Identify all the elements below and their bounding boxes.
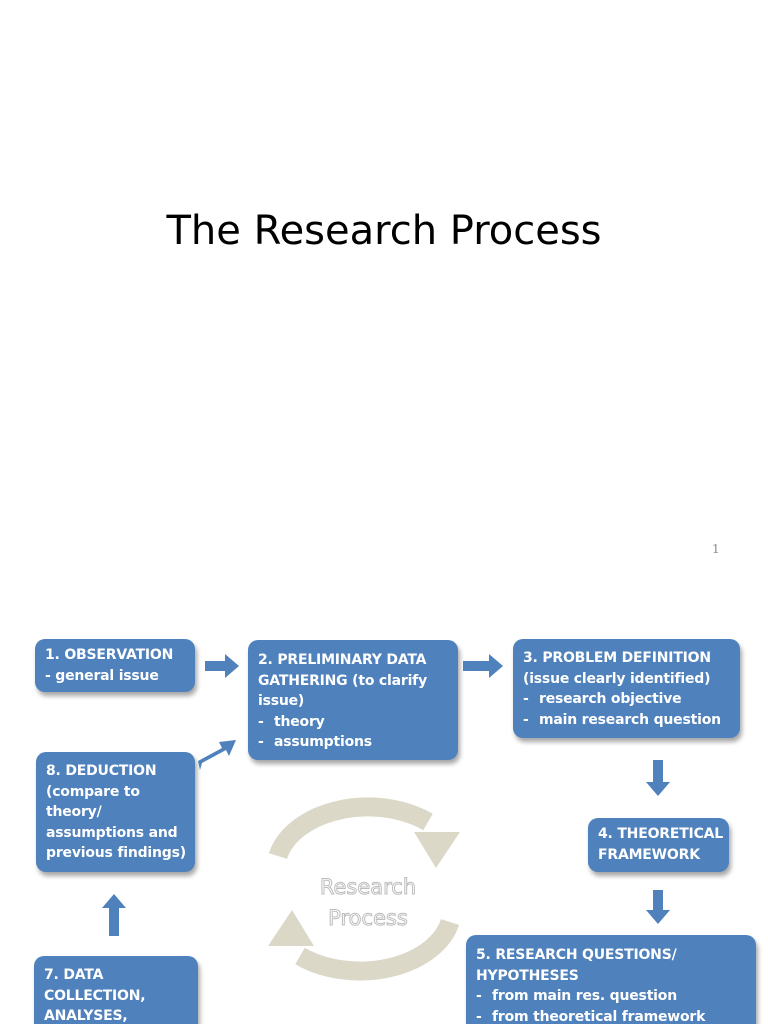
box8-line3: theory/ [46, 804, 102, 820]
step-1-observation-box: 1. OBSERVATION - general issue [35, 639, 195, 692]
box7-line3: ANALYSES, [44, 1008, 128, 1024]
box4-line2: FRAMEWORK [598, 846, 700, 863]
box3-bullet1-text: research objective [539, 691, 682, 707]
box1-line1: 1. OBSERVATION [45, 647, 174, 663]
box5-bullet: -from main res. question [476, 988, 677, 1004]
box3-bullet2-text: main research question [539, 711, 721, 728]
step-3-problem-definition-box: 3. PROBLEM DEFINITION (issue clearly ide… [513, 639, 740, 738]
arrow-down-3-to-4 [646, 760, 670, 796]
box5-bullet1-text: from main res. question [492, 988, 677, 1004]
box7-line1: 7. DATA [44, 967, 104, 983]
box2-bullet2-text: assumptions [274, 734, 372, 750]
box8-line4: assumptions and [46, 824, 178, 841]
arrow-up-7-to-8 [102, 894, 126, 936]
box8-line1: 8. DEDUCTION [46, 763, 157, 779]
page-number: 1 [712, 542, 720, 556]
box3-line2: (issue clearly identified) [523, 670, 711, 687]
box7-line2: COLLECTION, [44, 987, 146, 1004]
slide-title: The Research Process [166, 208, 602, 254]
box2-bullet: -theory [258, 713, 325, 730]
box2-line3: issue) [258, 693, 305, 709]
box2-line2: GATHERING (to clarify [258, 672, 427, 689]
cycle-label-line1: Research [319, 875, 417, 900]
cycle-center-label: Research Process [300, 872, 436, 934]
box2-bullet: -assumptions [258, 734, 372, 750]
arrow-right-2-to-3 [463, 654, 503, 678]
step-2-preliminary-data-box: 2. PRELIMINARY DATA GATHERING (to clarif… [248, 640, 458, 760]
box3-bullet: -research objective [523, 691, 682, 707]
cycle-arrows-graphic [268, 797, 460, 981]
box5-bullet: -from theoretical framework [476, 1008, 706, 1024]
box3-line1: 3. PROBLEM DEFINITION [523, 650, 711, 666]
cycle-label-line2: Process [328, 906, 409, 931]
research-process-diagram: Research Process 1. OBSERVATION - genera… [0, 576, 768, 1024]
cycle-arrowhead-right [414, 832, 460, 868]
box2-line1: 2. PRELIMINARY DATA [258, 652, 427, 668]
arrow-down-4-to-5 [646, 890, 670, 924]
step-4-theoretical-framework-box: 4. THEORETICAL FRAMEWORK [588, 818, 729, 872]
box1-line2: - general issue [45, 667, 159, 684]
box8-line5: previous findings) [46, 845, 186, 861]
box2-bullet1-text: theory [274, 713, 325, 730]
box4-line1: 4. THEORETICAL [598, 826, 723, 842]
box5-line2: HYPOTHESES [476, 967, 579, 984]
title-slide: The Research Process 1 [166, 208, 720, 556]
step-7-data-collection-box: 7. DATA COLLECTION, ANALYSES, [34, 956, 198, 1024]
box5-line1: 5. RESEARCH QUESTIONS/ [476, 947, 677, 963]
box5-bullet2-text: from theoretical framework [492, 1008, 706, 1024]
step-8-deduction-box: 8. DEDUCTION (compare to theory/ assumpt… [36, 752, 195, 872]
arrow-right-1-to-2 [205, 654, 239, 678]
cycle-arrowhead-left [268, 910, 314, 946]
box8-line2: (compare to [46, 783, 140, 800]
arrow-diagonal-8-to-2 [198, 740, 236, 770]
box3-bullet: -main research question [523, 711, 721, 728]
step-5-research-questions-box: 5. RESEARCH QUESTIONS/ HYPOTHESES -from … [466, 935, 756, 1024]
